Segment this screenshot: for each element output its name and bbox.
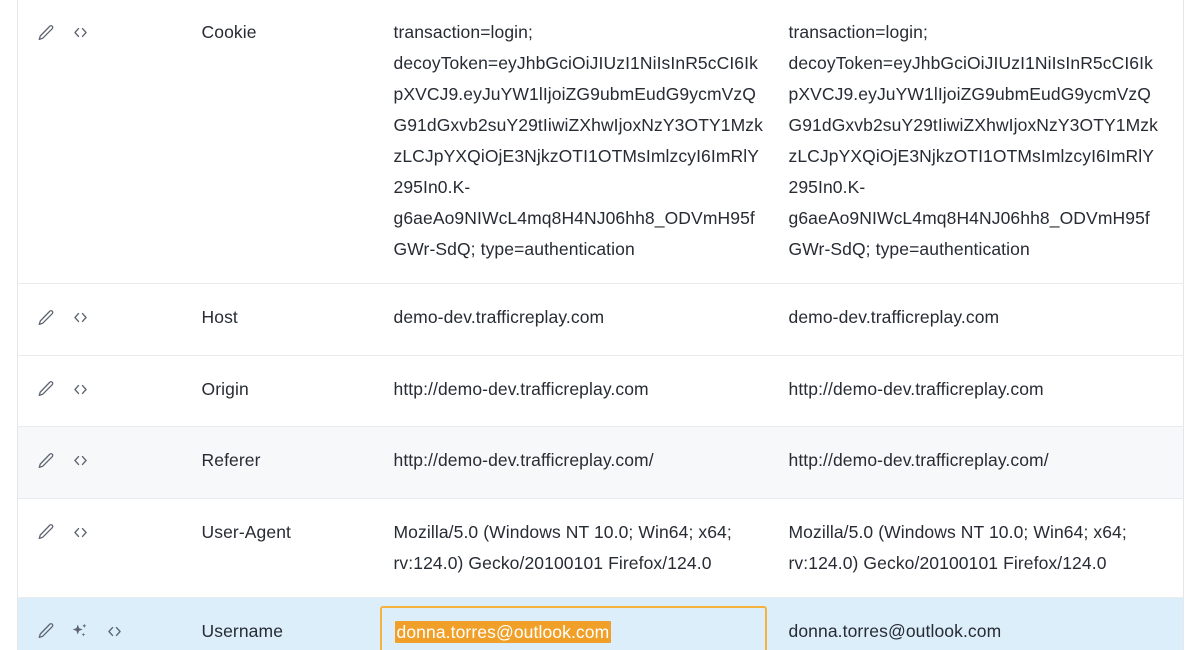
- header-value-left[interactable]: http://demo-dev.trafficreplay.com/: [394, 427, 789, 499]
- header-value-left[interactable]: http://demo-dev.trafficreplay.com: [394, 355, 789, 427]
- row-action-icons: [36, 374, 90, 405]
- header-name: Host: [201, 307, 238, 327]
- header-name: Username: [201, 620, 284, 641]
- code-brackets-icon[interactable]: [70, 308, 90, 328]
- table-row[interactable]: Host demo-dev.trafficreplay.com demo-dev…: [17, 283, 1184, 356]
- value-text: donna.torres@outlook.com: [788, 620, 1002, 641]
- header-name: Referer: [201, 450, 261, 470]
- row-actions-cell: [18, 597, 198, 650]
- header-value-right[interactable]: donna.torres@outlook.com: [789, 597, 1184, 650]
- value-text: transaction=login; decoyToken=eyJhbGciOi…: [788, 22, 1158, 259]
- row-action-icons: [36, 302, 90, 333]
- row-action-icons: [36, 445, 90, 476]
- table-row[interactable]: Referer http://demo-dev.trafficreplay.co…: [17, 426, 1184, 499]
- sparkles-icon[interactable]: [70, 621, 90, 641]
- value-text-highlighted: donna.torres@outlook.com: [394, 620, 612, 643]
- header-name: Origin: [201, 378, 249, 399]
- value-text: http://demo-dev.trafficreplay.com: [788, 378, 1044, 399]
- table-body: Cookie transaction=login; decoyToken=eyJ…: [17, 0, 1184, 650]
- value-text: transaction=login; decoyToken=eyJhbGciOi…: [393, 22, 763, 259]
- value-text: http://demo-dev.trafficreplay.com/: [393, 450, 654, 470]
- row-actions-cell: [18, 498, 198, 597]
- pencil-icon[interactable]: [36, 308, 56, 328]
- value-selection-box[interactable]: donna.torres@outlook.com: [379, 605, 767, 650]
- pencil-icon[interactable]: [36, 451, 56, 471]
- header-value-left[interactable]: Mozilla/5.0 (Windows NT 10.0; Win64; x64…: [394, 498, 789, 597]
- pencil-icon[interactable]: [36, 23, 56, 43]
- table-row[interactable]: Cookie transaction=login; decoyToken=eyJ…: [17, 0, 1184, 284]
- value-text: demo-dev.trafficreplay.com: [393, 307, 605, 327]
- header-value-right[interactable]: demo-dev.trafficreplay.com: [789, 284, 1184, 356]
- pencil-icon[interactable]: [36, 522, 56, 542]
- row-actions-cell: [18, 0, 198, 284]
- table-row[interactable]: User-Agent Mozilla/5.0 (Windows NT 10.0;…: [17, 498, 1184, 597]
- header-value-right[interactable]: http://demo-dev.trafficreplay.com: [789, 355, 1184, 427]
- table-row-selected[interactable]: Username donna.torres@outlook.com donna.…: [17, 597, 1184, 650]
- header-value-left-editing[interactable]: donna.torres@outlook.com: [379, 597, 789, 650]
- header-value-right[interactable]: Mozilla/5.0 (Windows NT 10.0; Win64; x64…: [789, 498, 1184, 597]
- row-action-icons: [36, 616, 124, 647]
- code-brackets-icon[interactable]: [70, 522, 90, 542]
- value-text: http://demo-dev.trafficreplay.com: [393, 378, 649, 399]
- row-action-icons: [36, 517, 90, 548]
- header-value-right[interactable]: transaction=login; decoyToken=eyJhbGciOi…: [789, 0, 1184, 284]
- value-text: Mozilla/5.0 (Windows NT 10.0; Win64; x64…: [788, 521, 1127, 573]
- code-brackets-icon[interactable]: [70, 379, 90, 399]
- pencil-icon[interactable]: [36, 621, 56, 641]
- value-text: Mozilla/5.0 (Windows NT 10.0; Win64; x64…: [393, 521, 732, 573]
- pencil-icon[interactable]: [36, 379, 56, 399]
- row-actions-cell: [18, 284, 198, 356]
- header-value-right[interactable]: http://demo-dev.trafficreplay.com/: [789, 427, 1184, 499]
- header-value-left[interactable]: demo-dev.trafficreplay.com: [394, 284, 789, 356]
- header-name: User-Agent: [201, 521, 292, 542]
- http-headers-comparison-table: Cookie transaction=login; decoyToken=eyJ…: [17, 0, 1184, 650]
- value-text: demo-dev.trafficreplay.com: [788, 307, 1000, 327]
- table-row[interactable]: Origin http://demo-dev.trafficreplay.com…: [17, 355, 1184, 427]
- row-action-icons: [36, 17, 90, 48]
- header-value-left[interactable]: transaction=login; decoyToken=eyJhbGciOi…: [394, 0, 789, 284]
- row-actions-cell: [18, 355, 198, 427]
- code-brackets-icon[interactable]: [104, 621, 124, 641]
- header-name: Cookie: [201, 22, 257, 42]
- code-brackets-icon[interactable]: [70, 451, 90, 471]
- code-brackets-icon[interactable]: [70, 23, 90, 43]
- value-text: http://demo-dev.trafficreplay.com/: [788, 450, 1049, 470]
- row-actions-cell: [18, 427, 198, 499]
